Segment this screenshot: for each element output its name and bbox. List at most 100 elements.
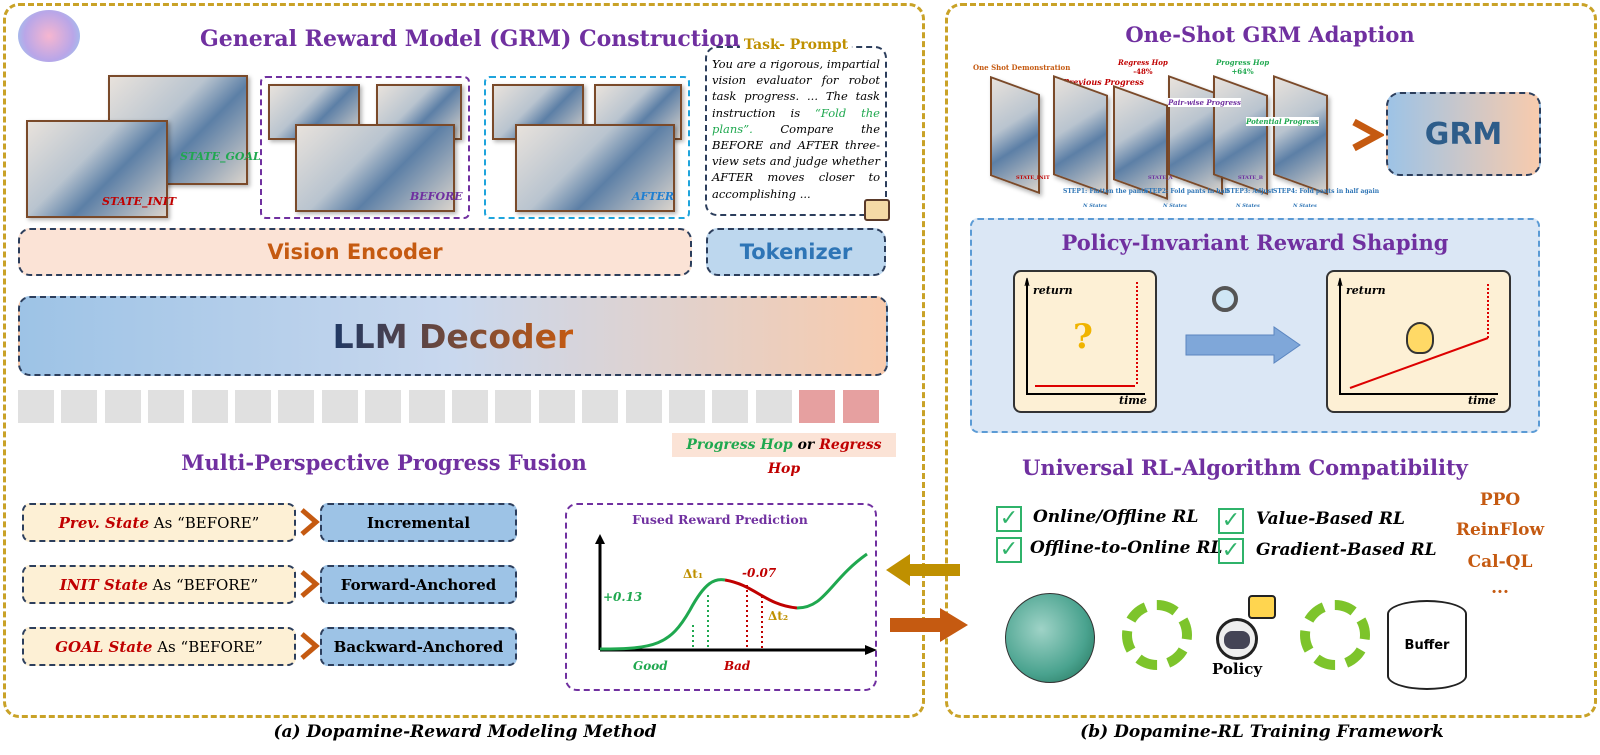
prompt-text-before: You are a rigorous, impartial vision eva… (712, 57, 880, 120)
output-token (321, 390, 358, 423)
arrow-right-icon (890, 608, 968, 642)
before-label: BEFORE (410, 190, 463, 203)
arrow-right-icon (300, 508, 320, 536)
arrow-left-icon (886, 554, 960, 586)
algorithm-more: ... (1491, 578, 1509, 598)
fused-reward-box (565, 503, 877, 691)
output-token (18, 390, 54, 423)
robot-policy-icon (1216, 618, 1258, 660)
buffer-cylinder: Buffer (1387, 600, 1467, 690)
x-axis-arrowhead (865, 645, 877, 655)
state-b-label: STATE_B (1238, 175, 1263, 181)
brain-mascot-icon (18, 10, 80, 62)
after-group (484, 76, 690, 219)
checkbox-icon: ✓ (996, 537, 1022, 563)
hop-legend: Progress Hop or Regress Hop (672, 433, 896, 477)
fused-reward-title: Fused Reward Prediction (632, 512, 808, 527)
return-chart-after: return time (1326, 270, 1511, 413)
or-label: or (792, 437, 820, 453)
perspective-arrows (300, 508, 320, 660)
plus-delta: +0.13 (603, 590, 643, 604)
hop-token (799, 390, 836, 423)
output-token (61, 390, 98, 423)
output-token (582, 390, 619, 423)
demo-frame (1113, 84, 1168, 201)
chat-bubble-icon (1248, 595, 1276, 619)
task-prompt-text: You are a rigorous, impartial vision eva… (712, 56, 880, 202)
feature-gradient-based: Gradient-Based RL (1256, 540, 1437, 560)
arrow-right-icon (300, 570, 320, 598)
output-token (452, 390, 488, 423)
previous-progress-label: Previous Progress (1063, 77, 1144, 87)
output-token (625, 390, 662, 423)
output-token (495, 390, 532, 423)
good-label: Good (633, 659, 668, 673)
output-token (148, 390, 185, 423)
minus-delta: -0.07 (742, 566, 777, 580)
perspective-state: GOAL State (55, 637, 153, 656)
return-chart-before: return time ? (1013, 270, 1157, 413)
output-token (365, 390, 402, 423)
regress-hop-value: -48% (1133, 67, 1153, 76)
mode-incremental: Incremental (320, 503, 517, 542)
checkbox-icon: ✓ (1218, 508, 1244, 534)
return-plot-before (1024, 277, 1145, 395)
magnifier-icon (1212, 286, 1238, 312)
state-init-label: STATE_INIT (1016, 175, 1050, 181)
feature-offline-to-online: Offline-to-Online RL (1030, 538, 1223, 558)
algorithm-calql: Cal-QL (1467, 552, 1533, 572)
output-token (755, 390, 792, 423)
one-shot-label: One Shot Demonstration (973, 63, 1071, 72)
x-label: time (1468, 394, 1496, 407)
after-view-3 (515, 124, 675, 212)
left-panel (3, 3, 925, 718)
state-goal-label: STATE_GOAL (180, 150, 261, 163)
perspective-state: Prev. State (58, 513, 149, 532)
state-init-image (26, 120, 168, 218)
output-token (191, 390, 228, 423)
before-view-3 (295, 124, 455, 212)
output-token (712, 390, 749, 423)
output-token (104, 390, 141, 423)
n-states: N States (1083, 203, 1107, 209)
y-label: return (1033, 284, 1073, 297)
llm-decoder-label: LLM Decoder (332, 316, 574, 356)
return-plot-after (1337, 277, 1498, 395)
output-token (408, 390, 445, 423)
progress-hop-value: +64% (1231, 67, 1254, 76)
step-4: STEP4: Fold pants in half again (1273, 188, 1380, 195)
perspective-prev: Prev. State As “BEFORE” (22, 503, 296, 542)
right-caption: (b) Dopamine-RL Training Framework (1080, 722, 1444, 742)
mode-backward-anchored: Backward-Anchored (320, 627, 517, 666)
compat-title: Universal RL-Algorithm Compatibility (1022, 455, 1468, 480)
n-states: N States (1236, 203, 1260, 209)
potential-progress-label: Potential Progress (1246, 117, 1319, 126)
shaping-arrow-icon (1185, 326, 1301, 364)
n-states: N States (1163, 203, 1187, 209)
output-token (235, 390, 271, 423)
n-states: N States (1293, 203, 1317, 209)
perspective-as: As “BEFORE” (147, 575, 259, 594)
progress-hop-label: Progress Hop+64% (1216, 58, 1269, 76)
recycle-icon (1300, 600, 1370, 670)
grm-construction-title: General Reward Model (GRM) Construction (200, 26, 740, 52)
mode-forward-anchored: Forward-Anchored (320, 565, 517, 604)
bad-label: Bad (724, 659, 751, 673)
feature-online-offline: Online/Offline RL (1033, 507, 1199, 527)
policy-label: Policy (1212, 660, 1263, 678)
task-prompt-title: Task- Prompt (739, 37, 853, 53)
progress-hop-label: Progress Hop (686, 437, 793, 453)
perspective-state: INIT State (59, 575, 148, 594)
checkbox-icon: ✓ (1218, 538, 1244, 564)
buffer-label: Buffer (1404, 637, 1450, 653)
fused-reward-plot (595, 534, 877, 655)
lightbulb-icon (1406, 322, 1434, 354)
one-shot-demo: One Shot Demonstration Regress Hop-48% P… (968, 55, 1379, 215)
regress-hop-label: Regress Hop-48% (1118, 58, 1168, 76)
arrow-right-icon (300, 632, 320, 660)
panel-arrows (886, 554, 968, 642)
demo-frame (1053, 74, 1108, 196)
output-token (538, 390, 575, 423)
perspective-goal: GOAL State As “BEFORE” (22, 627, 296, 666)
question-mark-icon: ? (1073, 317, 1093, 357)
